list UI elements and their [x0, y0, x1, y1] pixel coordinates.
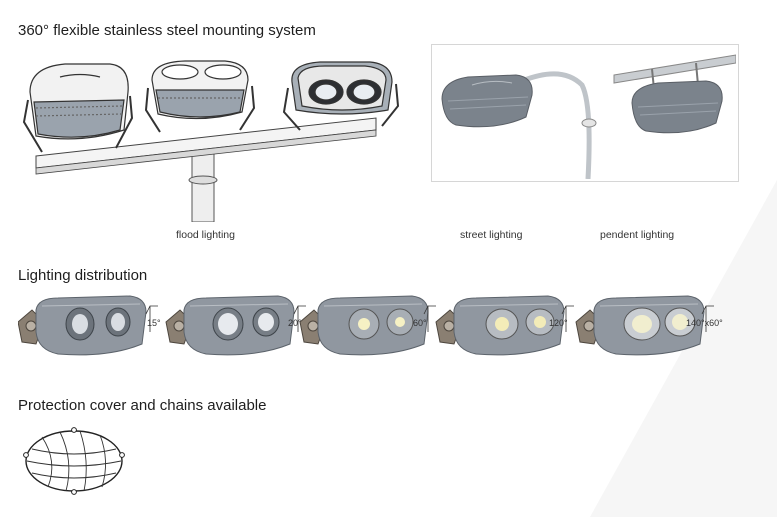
angle-label-140x60: 140°x60° — [686, 318, 723, 328]
flood-lamp-3 — [282, 61, 400, 131]
angle-label-60: 60° — [413, 318, 427, 328]
angle-label-120: 120° — [549, 318, 568, 328]
distribution-lamp-20 — [165, 295, 306, 356]
protection-cover-illustration — [23, 427, 125, 495]
protection-section-title: Protection cover and chains available — [18, 397, 267, 414]
mounting-section-title: 360° flexible stainless steel mounting s… — [18, 22, 316, 39]
flood-lamp-2 — [144, 60, 256, 133]
street-and-pendent-illustration — [441, 54, 736, 179]
flood-lighting-caption: flood lighting — [176, 229, 235, 241]
distribution-lamp-60 — [299, 295, 436, 356]
lighting-distribution-row: 15° 20° 60° 120° — [18, 295, 723, 356]
distribution-lamp-15 — [18, 295, 158, 356]
angle-label-15: 15° — [147, 318, 161, 328]
pendent-lighting-caption: pendent lighting — [600, 229, 675, 241]
flood-lamp-1 — [22, 63, 134, 153]
street-lighting-caption: street lighting — [460, 229, 523, 241]
flood-lighting-illustration — [22, 60, 400, 222]
distribution-lamp-140x60 — [575, 295, 714, 356]
street-lamp — [441, 74, 533, 128]
angle-label-20: 20° — [288, 318, 302, 328]
pendent-lamp — [631, 80, 723, 134]
distribution-section-title: Lighting distribution — [18, 267, 148, 284]
distribution-lamp-120 — [435, 295, 574, 356]
